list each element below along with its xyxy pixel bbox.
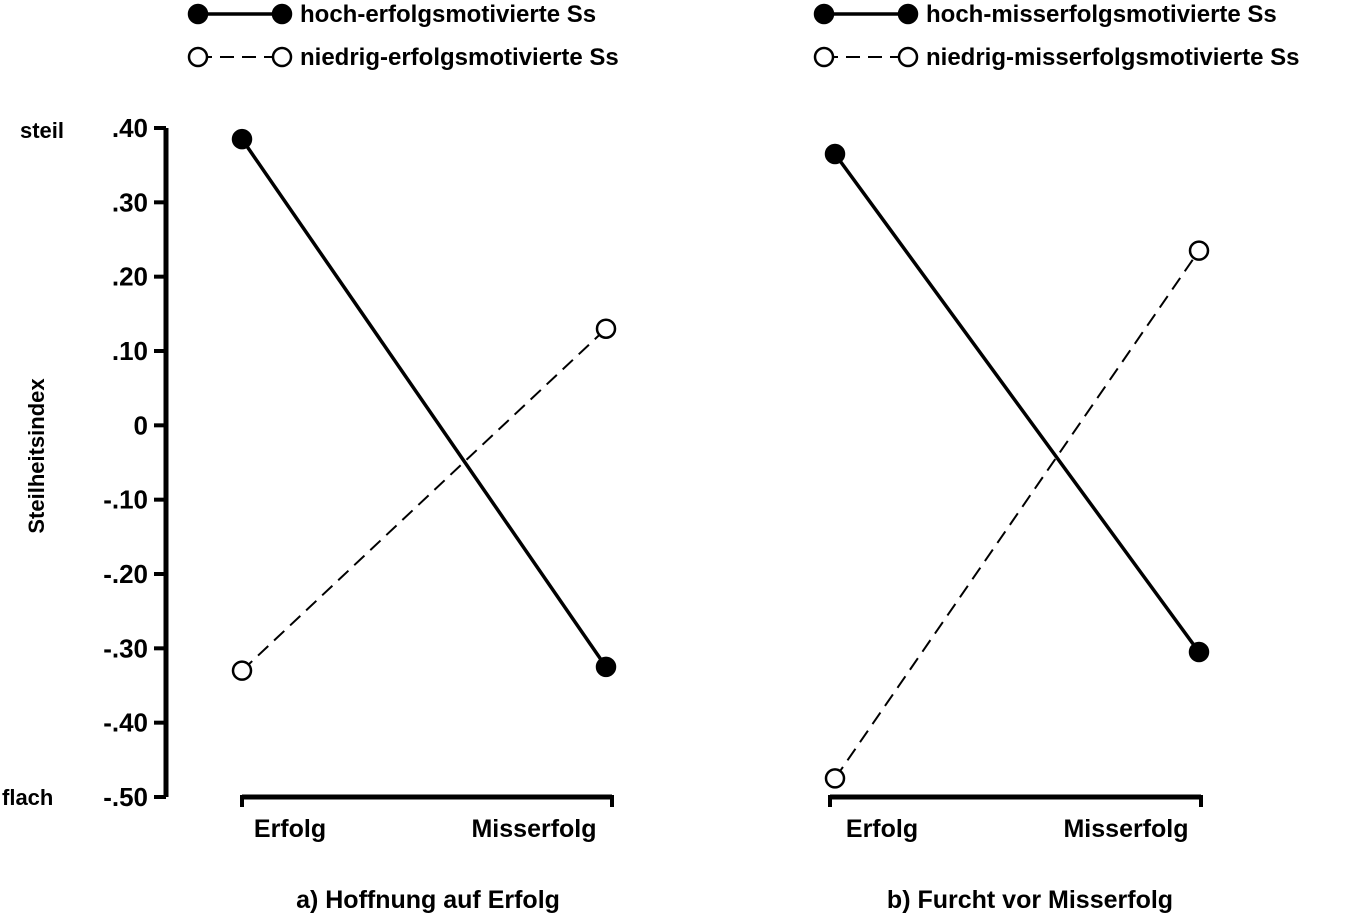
data-point-filled bbox=[824, 143, 846, 165]
x-category-label: Erfolg bbox=[254, 815, 326, 843]
panel-title: b) Furcht vor Misserfolg bbox=[887, 886, 1173, 914]
y-tick-label: -.50 bbox=[103, 782, 148, 812]
legend-label: niedrig-misserfolgsmotivierte Ss bbox=[926, 44, 1299, 71]
legend-marker bbox=[271, 46, 293, 68]
y-tick-label: 0 bbox=[134, 410, 148, 440]
data-point-open bbox=[1188, 240, 1210, 261]
y-tick-label: .10 bbox=[112, 336, 148, 366]
y-tick-label: .30 bbox=[112, 187, 148, 217]
legend-marker bbox=[271, 3, 293, 25]
data-point-open bbox=[595, 318, 617, 339]
x-category-label: Misserfolg bbox=[1063, 815, 1188, 843]
series-line-hoch bbox=[833, 152, 1201, 654]
legend-marker bbox=[813, 46, 835, 68]
series-line-hoch bbox=[240, 138, 608, 668]
data-point-filled bbox=[231, 128, 253, 150]
data-point-filled bbox=[1188, 641, 1210, 663]
y-tick-label: .40 bbox=[112, 113, 148, 143]
panel-b: Erfolg Misserfolg b) Furcht vor Misserfolg… bbox=[813, 1, 1299, 914]
y-axis-top-label: steil bbox=[20, 118, 64, 143]
y-axis-title: Steilheitsindex bbox=[24, 378, 49, 534]
legend-marker bbox=[187, 3, 209, 25]
legend-marker bbox=[813, 3, 835, 25]
panels: Erfolg Misserfolg a) Hoffnung auf Erfolg ho… bbox=[187, 1, 1299, 914]
y-axis-bottom-label: flach bbox=[2, 785, 53, 810]
legend-label: hoch-erfolgsmotivierte Ss bbox=[300, 1, 596, 28]
legend-marker bbox=[187, 46, 209, 68]
data-point-open bbox=[231, 660, 253, 681]
y-tick-label: -.20 bbox=[103, 559, 148, 589]
data-point-filled bbox=[595, 656, 617, 678]
panel-title: a) Hoffnung auf Erfolg bbox=[296, 886, 560, 914]
y-tick-label: -.40 bbox=[103, 708, 148, 738]
legend-marker bbox=[897, 3, 919, 25]
y-tick-label: -.30 bbox=[103, 633, 148, 663]
series-line-niedrig bbox=[241, 327, 607, 672]
series-line-niedrig bbox=[834, 250, 1200, 779]
data-point-open bbox=[824, 768, 846, 789]
x-category-label: Misserfolg bbox=[471, 815, 596, 843]
x-category-label: Erfolg bbox=[846, 815, 918, 843]
legend-label: hoch-misserfolgsmotivierte Ss bbox=[926, 1, 1277, 28]
y-tick-label: .20 bbox=[112, 262, 148, 292]
y-axis: Steilheitsindex steil flach .40 .30 .20 .10… bbox=[2, 113, 169, 812]
legend-marker bbox=[897, 46, 919, 68]
legend-label: niedrig-erfolgsmotivierte Ss bbox=[300, 44, 619, 71]
y-tick-label: -.10 bbox=[103, 485, 148, 515]
panel-a: Erfolg Misserfolg a) Hoffnung auf Erfolg ho… bbox=[187, 1, 619, 914]
